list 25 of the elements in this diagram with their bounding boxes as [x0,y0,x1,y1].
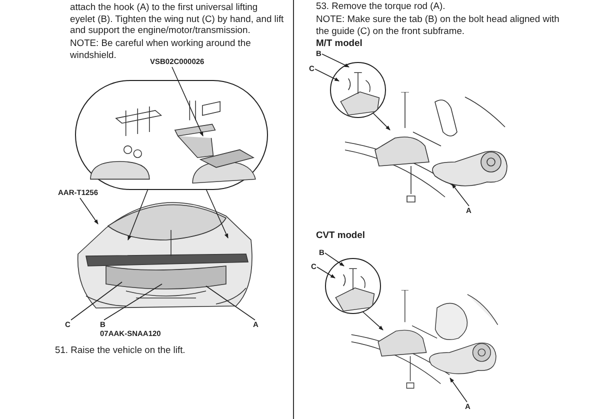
leader-line [324,252,344,266]
leader-line [316,266,336,278]
leader-line [104,284,162,320]
leader-line [80,198,98,224]
leader-line [322,54,350,68]
leader-line [206,188,228,238]
inset-detail-drawing [325,258,381,314]
instruction-text: attach the hook (A) to the first universal lifting eyelet (B). Tighten the wing nut (C) by hand, and lift and support the engine/motor/transmission. [70,1,285,36]
note-text: NOTE: Be careful when working around the windshield. [70,37,252,60]
leader-line [172,66,204,136]
subframe-mount-drawing [345,92,510,204]
section-heading: CVT model [316,229,366,240]
inset-detail-drawing [330,62,386,118]
leader-line [206,286,256,320]
note-text: NOTE: Make sure the tab (B) on the bolt head aligned with the guide (C) on the front subframe. [316,13,560,36]
leader-line [70,282,122,320]
leader-line [452,184,470,206]
leader-line [128,188,148,240]
step-text: 53. Remove the torque rod (A). [316,0,446,12]
leader-line [362,312,384,330]
leader-line [314,68,340,82]
step-text: 51. Raise the vehicle on the lift. [55,344,186,356]
leader-line [450,378,468,402]
section-heading: M/T model [316,37,364,48]
leader-line [372,112,390,130]
